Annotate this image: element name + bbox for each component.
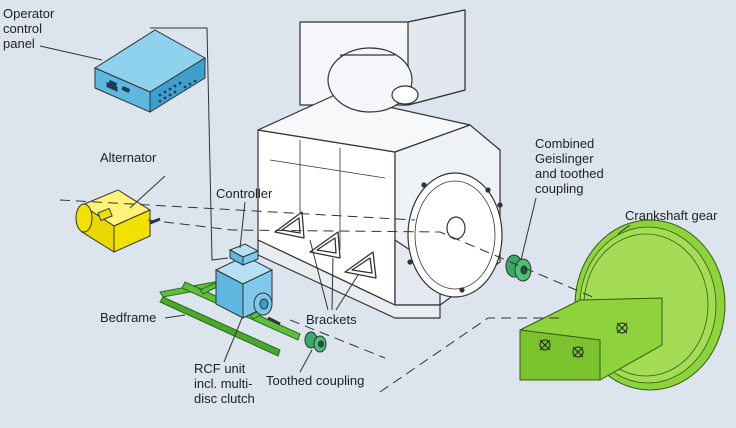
- label-brackets: Brackets: [306, 312, 357, 327]
- bracket-2: [309, 231, 341, 259]
- bracket-1: [274, 211, 305, 239]
- leader-brackets-3: [335, 274, 359, 311]
- brackets: [274, 211, 377, 279]
- operator-control-panel: [93, 29, 206, 113]
- leader-combined-coupling: [520, 197, 537, 261]
- leader-bedframe: [164, 314, 186, 319]
- leader-crankshaft-gear: [617, 224, 631, 235]
- leader-brackets-2: [331, 257, 334, 311]
- leader-toothed-coupling: [299, 349, 313, 373]
- bracket-3: [344, 251, 377, 279]
- label-crankshaft-gear: Crankshaft gear: [625, 208, 718, 223]
- engine-block: [257, 9, 503, 319]
- crankshaft-gear: [519, 219, 726, 391]
- leader-panel-cable: [150, 27, 229, 261]
- combined-geislinger-coupling: [505, 254, 532, 282]
- label-operator-control-panel: Operator control panel: [3, 6, 55, 51]
- toothed-coupling: [304, 331, 327, 353]
- label-combined-geislinger-coupling: Combined Geislinger and toothed coupling: [535, 136, 604, 196]
- rcf-unit: [214, 243, 281, 326]
- label-alternator: Alternator: [100, 150, 157, 165]
- leader-alternator: [129, 175, 166, 209]
- leader-lines: [39, 27, 631, 373]
- label-toothed-coupling: Toothed coupling: [266, 373, 365, 388]
- leader-rcf-unit: [223, 317, 243, 363]
- leader-controller: [239, 201, 246, 249]
- label-controller: Controller: [216, 186, 273, 201]
- centre-lines: [59, 199, 596, 393]
- alternator: [75, 189, 161, 253]
- leader-brackets-1: [309, 239, 329, 311]
- leader-operator-panel: [39, 45, 103, 61]
- label-bedframe: Bedframe: [100, 310, 157, 325]
- label-rcf-unit: RCF unit incl. multi- disc clutch: [194, 361, 255, 406]
